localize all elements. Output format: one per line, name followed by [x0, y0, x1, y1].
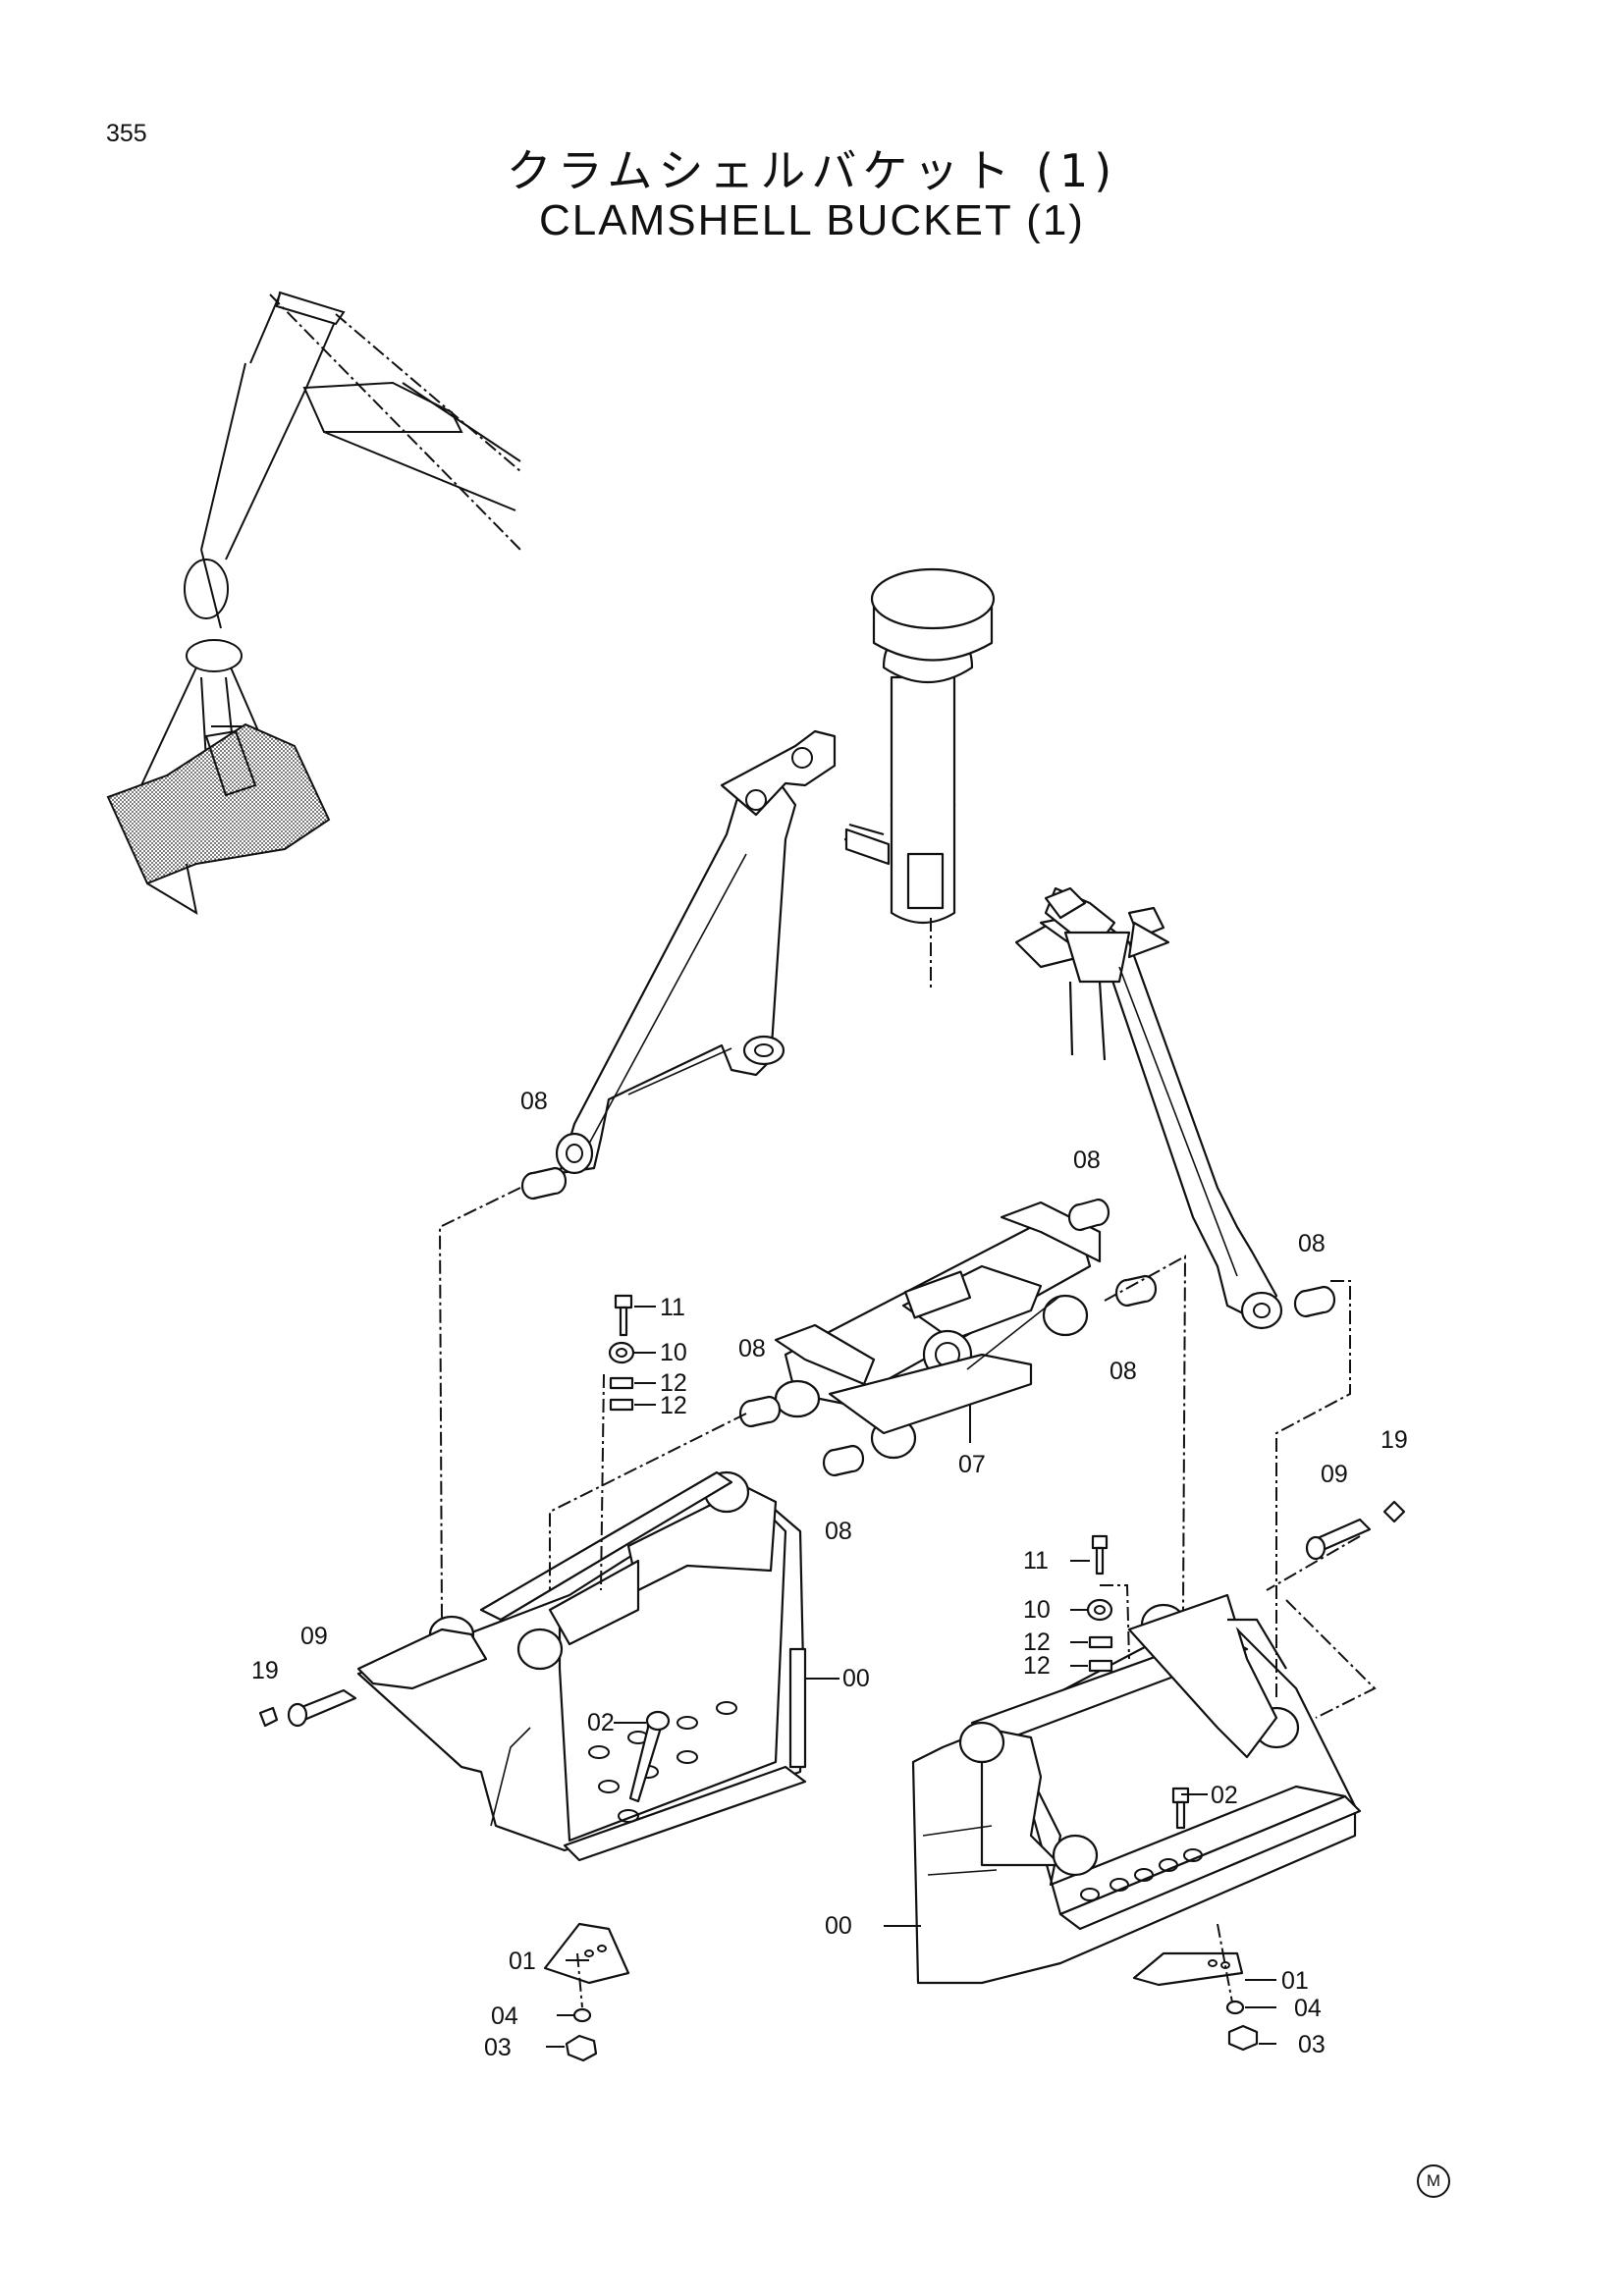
reference-lines	[438, 1187, 1377, 2008]
label-19: 19	[251, 1657, 279, 1684]
bushings-08	[520, 1166, 1336, 1477]
right-arm-link	[1014, 886, 1283, 1330]
label-08: 08	[825, 1518, 852, 1545]
right-fasteners	[1086, 1500, 1406, 2052]
label-08: 08	[1298, 1230, 1326, 1257]
leader-lines	[546, 1306, 1276, 2048]
left-bucket-00	[356, 1470, 807, 1862]
label-09: 09	[1321, 1461, 1348, 1488]
label-10: 10	[660, 1339, 687, 1366]
manufacturer-mark: M	[1417, 2164, 1450, 2198]
label-00: 00	[825, 1912, 852, 1940]
label-04: 04	[491, 2002, 518, 2030]
label-12: 12	[660, 1392, 687, 1419]
label-12: 12	[1023, 1652, 1051, 1680]
label-09: 09	[300, 1623, 328, 1650]
label-02: 02	[1211, 1782, 1238, 1809]
label-03: 03	[1298, 2031, 1326, 2058]
label-12: 12	[660, 1369, 687, 1397]
center-beam-07	[774, 1201, 1102, 1460]
label-12: 12	[1023, 1629, 1051, 1656]
excavator-illustration	[106, 291, 521, 916]
page-number: 355	[106, 120, 147, 147]
label-07: 07	[958, 1451, 986, 1478]
label-08: 08	[520, 1088, 548, 1115]
label-03: 03	[484, 2034, 512, 2061]
label-02: 02	[587, 1709, 615, 1736]
title-japanese: クラムシェルバケット (1)	[506, 144, 1118, 197]
hydraulic-cylinder	[843, 567, 996, 991]
label-01: 01	[1281, 1967, 1309, 1995]
label-11: 11	[1023, 1547, 1049, 1575]
label-08: 08	[738, 1335, 766, 1362]
title-english: CLAMSHELL BUCKET (1)	[539, 196, 1085, 244]
part-labels: 08 08 08 08 08 08 11 10 12 12 07 09 19 0…	[251, 1088, 1408, 2061]
label-19: 19	[1380, 1426, 1408, 1454]
label-08: 08	[1110, 1358, 1137, 1385]
label-04: 04	[1294, 1995, 1322, 2022]
label-01: 01	[509, 1948, 536, 1975]
label-11: 11	[660, 1294, 685, 1321]
left-arm-link	[555, 729, 837, 1175]
label-10: 10	[1023, 1596, 1051, 1624]
label-08: 08	[1073, 1147, 1101, 1174]
label-00: 00	[842, 1665, 870, 1692]
right-bucket-00	[911, 1593, 1362, 1985]
left-fasteners	[258, 1294, 671, 2062]
